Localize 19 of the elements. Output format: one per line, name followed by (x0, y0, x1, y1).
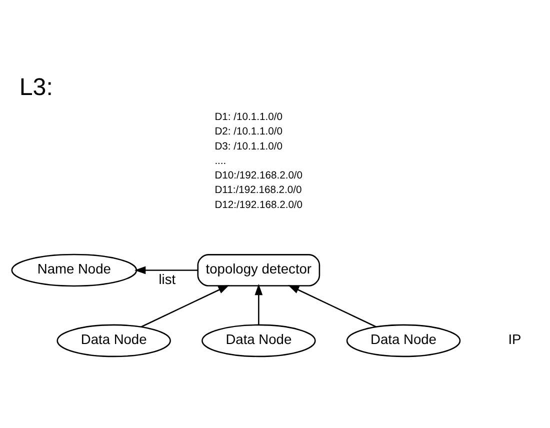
diagram-title: L3: (19, 74, 53, 101)
label: .... (214, 155, 226, 166)
node-ellipse: Name Node (11, 253, 138, 286)
arrow (254, 283, 263, 324)
label: D12:/192.168.2.0/0 (214, 199, 303, 210)
label: D10:/192.168.2.0/0 (214, 170, 303, 182)
arrow (134, 266, 198, 274)
arrow (288, 284, 376, 327)
node-box: topology detector (197, 254, 320, 286)
label: IP (508, 331, 522, 346)
node-ellipse: Data Node (56, 324, 171, 357)
label: D2: /10.1.1.0/0 (214, 126, 282, 138)
edge-label: list (158, 271, 176, 286)
label: D1: /10.1.1.0/0 (214, 111, 282, 122)
node-ellipse: Data Node (346, 324, 461, 357)
label: D11:/192.168.2.0/0 (214, 184, 302, 196)
arrow (141, 284, 230, 327)
label: D3: /10.1.1.0/0 (214, 140, 282, 152)
node-ellipse: Data Node (202, 324, 316, 357)
